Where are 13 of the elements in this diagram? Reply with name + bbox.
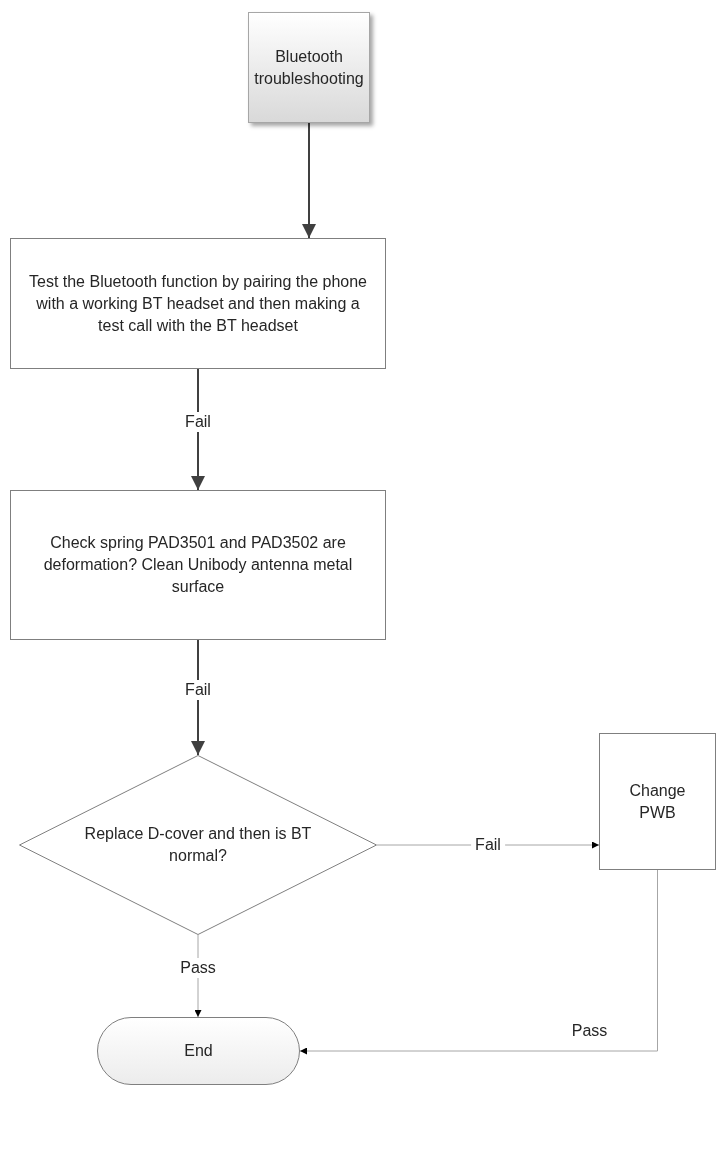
arrow	[299, 869, 658, 1055]
decision-diamond	[19, 755, 377, 935]
node-text: Change PWB	[628, 780, 687, 823]
node-text: Test the Bluetooth function by pairing the phone with a working BT headset and then making a test call with the BT headset	[28, 271, 368, 336]
start-box	[248, 12, 370, 123]
node-text: Bluetooth troubleshooting	[254, 46, 364, 89]
node-text: Replace D-cover and then is BT normal?	[83, 824, 313, 866]
process-box	[599, 733, 716, 870]
node-text: Check spring PAD3501 and PAD3502 are deformation? Clean Unibody antenna metal surface	[42, 533, 354, 597]
process-box	[10, 490, 386, 640]
node-text: End	[184, 1041, 213, 1061]
process-box	[10, 238, 386, 369]
arrow	[302, 122, 316, 239]
